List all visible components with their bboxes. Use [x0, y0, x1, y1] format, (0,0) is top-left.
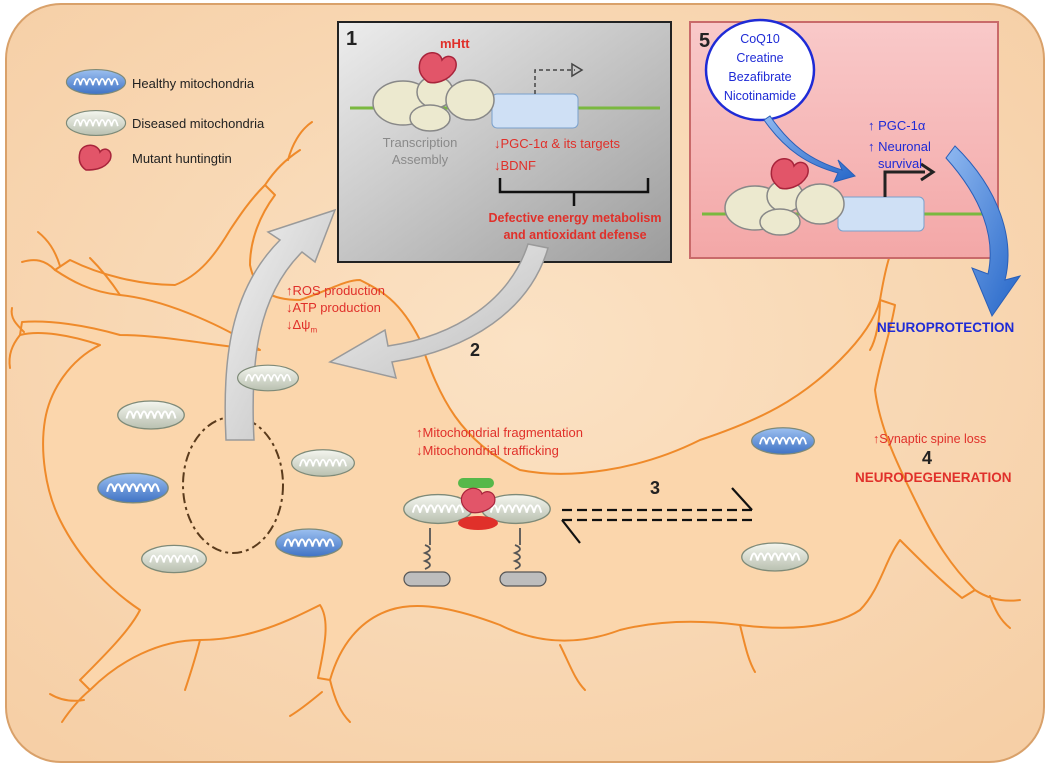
neuroprotection-arrow: [945, 145, 1022, 318]
mito-diseased-3: [290, 448, 356, 478]
panel-1-gene-box: [491, 93, 579, 129]
dendrite-8: [184, 639, 201, 691]
motor-feet: [403, 571, 547, 587]
mito-diseased-4: [140, 544, 208, 574]
transport-arrows: [561, 487, 753, 544]
neuroprotection-label: NEUROPROTECTION: [877, 320, 1015, 335]
drug-creatine: Creatine: [736, 51, 784, 65]
mito-diseased-5: [740, 541, 810, 573]
dendrite-6: [49, 689, 91, 723]
panel-1-assembly-line-1: Transcription: [382, 135, 458, 150]
dendrite-10: [559, 644, 586, 691]
legend-diseased-label: Diseased mitochondria: [132, 116, 265, 131]
step-2-atp-label: ↓ATP production: [286, 300, 381, 315]
panel-5-arrowhead: [920, 162, 936, 182]
motor-springs: [422, 528, 521, 570]
panel-1-transcription-complex: [372, 75, 495, 132]
panel-5-number: 5: [699, 30, 711, 52]
legend-mutant-icon: [78, 144, 112, 171]
panel-1-mhtt-icon: [418, 52, 457, 84]
gray-arrow-down: [328, 243, 549, 380]
mito-healthy-1: [96, 472, 170, 504]
dendrite-5: [289, 679, 351, 723]
step-2-number: 2: [470, 340, 481, 360]
neurodegeneration-label: NEURODEGENERATION: [855, 470, 1012, 485]
drug-bezafibrate: Bezafibrate: [728, 70, 792, 84]
dendrite-9: [739, 624, 756, 673]
panel-5-mhtt-icon: [770, 158, 809, 190]
panel-1-arrowhead: [571, 62, 584, 78]
drug-nicotinamide: Nicotinamide: [723, 89, 797, 103]
panel-1-defect-label: Defective energy metabolism and antioxid…: [454, 210, 696, 244]
mito-diseased-2: [116, 399, 186, 431]
mito-healthy-2: [274, 527, 344, 559]
dendrite-12: [869, 299, 881, 351]
panel-1-box: [337, 21, 672, 263]
panel-1-defect-line-2: and antioxidant defense: [503, 228, 647, 242]
dendrite-1: [21, 231, 61, 271]
mito-healthy-3: [750, 426, 816, 456]
motor-mhtt-icon: [460, 487, 496, 514]
panel-1-pgc-label: ↓PGC-1α & its targets: [494, 136, 620, 151]
panel-5-survival-line-1: ↑ Neuronal: [868, 139, 931, 154]
mito-diseased-1: [236, 364, 300, 392]
panel-5-gene-box: [837, 196, 925, 232]
legend-healthy-icon: [65, 68, 127, 96]
panel-5-drug-list: CoQ10 Creatine Bezafibrate Nicotinamide: [706, 30, 814, 106]
panel-5-transcription-arrow: [883, 170, 925, 197]
panel-1-bdnf-label: ↓BDNF: [494, 158, 536, 173]
step-3-number: 3: [650, 478, 661, 498]
panel-1-mhtt-label: mHtt: [440, 36, 470, 51]
dendrite-2: [264, 121, 313, 186]
panel-5-pgc-label: ↑ PGC-1α: [868, 118, 926, 133]
step-3-trafficking-label: ↓Mitochondrial trafficking: [416, 443, 559, 458]
legend-healthy-label: Healthy mitochondria: [132, 76, 255, 91]
panel-1-assembly-label: Transcription Assembly: [370, 134, 470, 168]
legend-mutant-label: Mutant huntingtin: [132, 151, 232, 166]
panel-1-defect-line-1: Defective energy metabolism: [488, 211, 662, 225]
dendrite-7: [8, 307, 25, 369]
step-2-ros-label: ↑ROS production: [286, 283, 385, 298]
drug-coq10: CoQ10: [740, 32, 780, 46]
panel-1-bracket: [498, 178, 650, 206]
panel-5-drug-oval: [704, 18, 816, 122]
panel-5-survival-line-2: survival: [878, 156, 923, 171]
dendrite-11: [89, 257, 121, 296]
step-3-fragmentation-label: ↑Mitochondrial fragmentation: [416, 425, 583, 440]
panel-1-number: 1: [346, 28, 358, 50]
panel-5-transcription-complex: [724, 179, 845, 236]
panel-1-assembly-line-2: Assembly: [391, 152, 449, 167]
motor-green-cap: [458, 478, 494, 488]
step-2-delta-psi-sub: m: [310, 325, 318, 335]
motor-red-base: [458, 516, 498, 530]
step-4-spine-loss-label: ↑Synaptic spine loss: [873, 432, 987, 446]
panel-1-transcription-arrow: [534, 69, 575, 94]
step-4-number: 4: [922, 448, 933, 468]
dendrite-4: [974, 589, 1021, 629]
panel-5-survival-label: ↑ Neuronal survival: [868, 138, 931, 172]
step-2-delta-psi-label: ↓Δψ: [286, 317, 311, 332]
legend-diseased-icon: [65, 109, 127, 137]
panel-5-drug-arrow: [763, 115, 856, 183]
step-2-delta-psi: ↓Δψm: [286, 317, 317, 335]
